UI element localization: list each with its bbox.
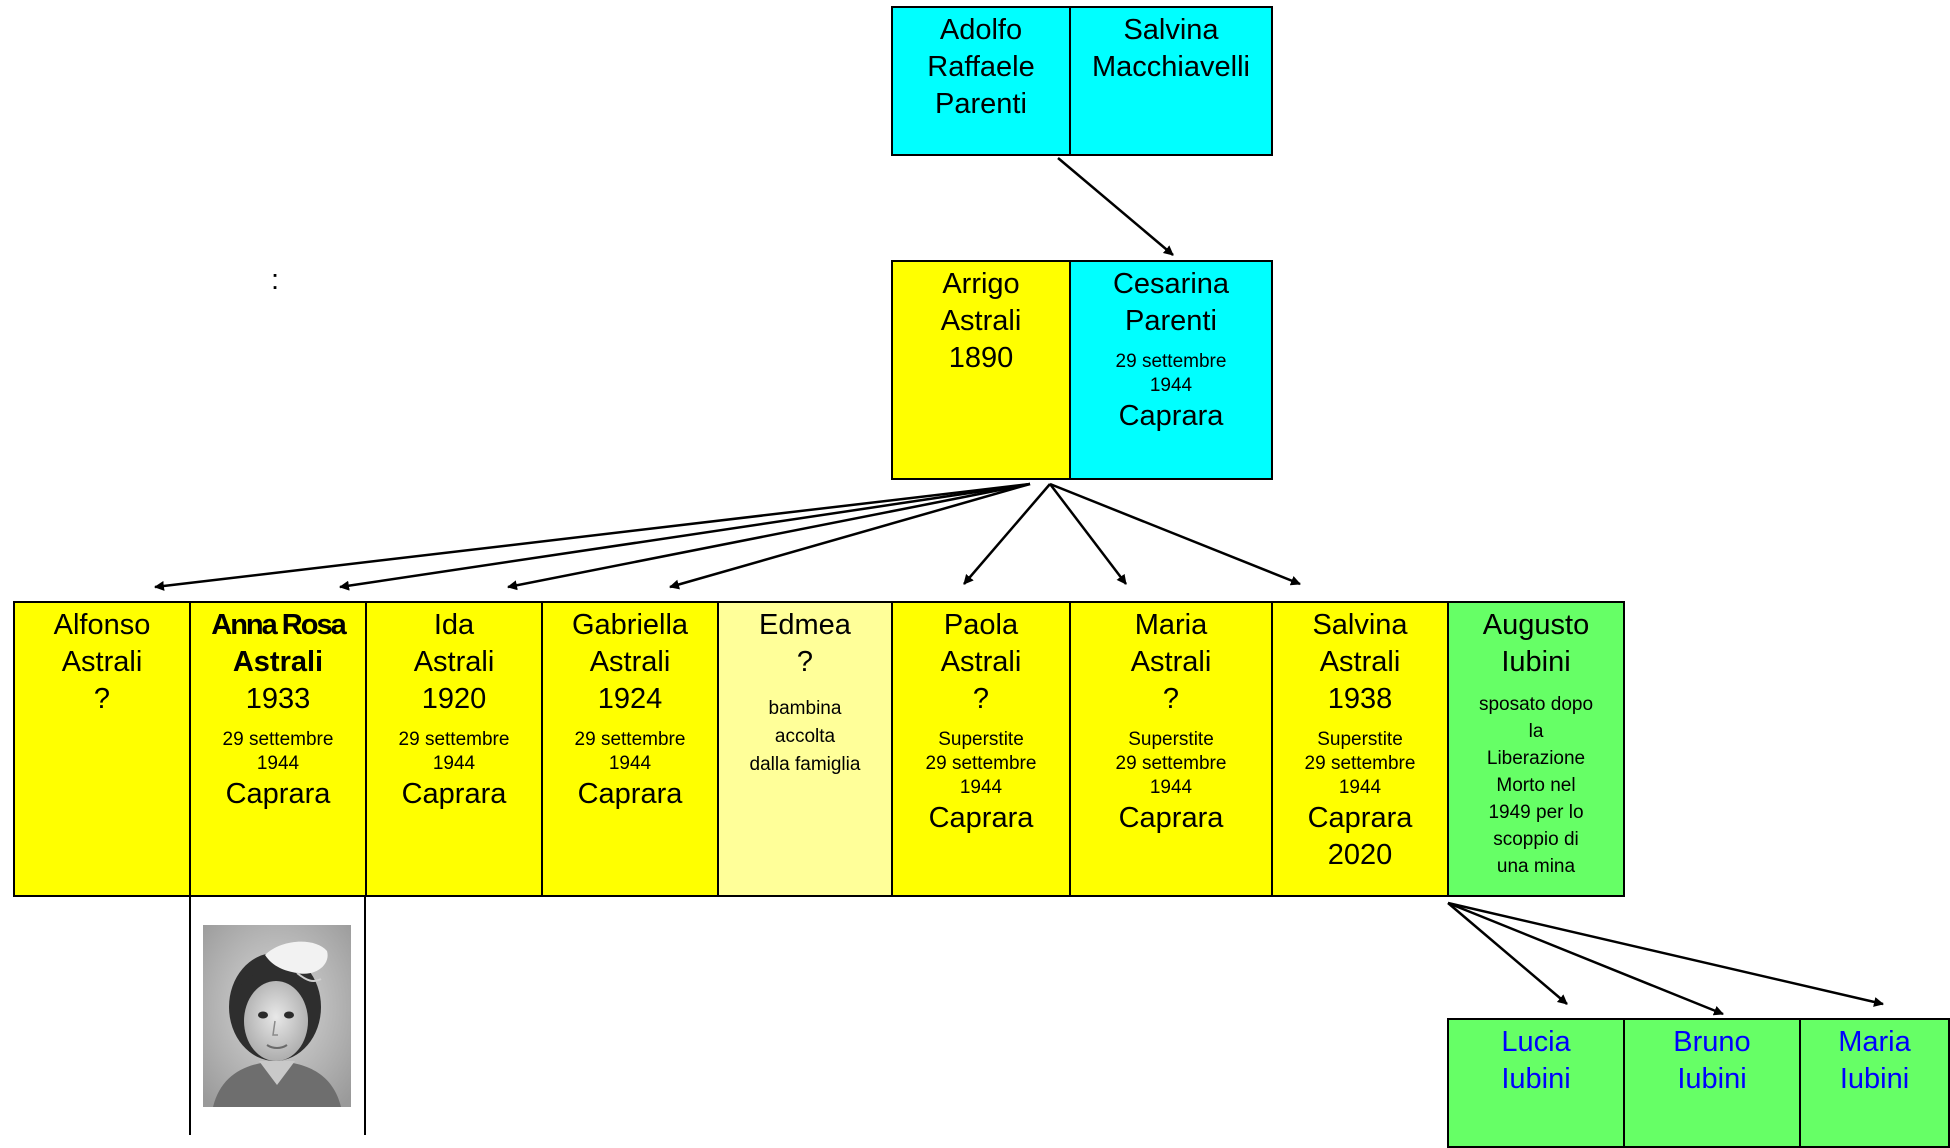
arrow-to-lucia	[1447, 902, 1568, 1005]
portrait-photo	[203, 925, 351, 1107]
arrow-to-maria-iubini	[1447, 901, 1884, 1007]
box-ida-astrali: Ida Astrali 1920 29 settembre 1944 Capra…	[365, 601, 543, 897]
box-maria-iubini: Maria Iubini	[1799, 1018, 1950, 1148]
arrow-to-ida	[507, 482, 1031, 591]
box-bruno-iubini: Bruno Iubini	[1623, 1018, 1801, 1148]
box-salvina-astrali: Salvina Astrali 1938 Superstite 29 sette…	[1271, 601, 1449, 897]
box-augusto-iubini: Augusto Iubini sposato dopo la Liberazio…	[1447, 601, 1625, 897]
arrow-to-salvina	[1049, 482, 1301, 586]
box-gabriella-astrali: Gabriella Astrali 1924 29 settembre 1944…	[541, 601, 719, 897]
arrow-to-bruno	[1447, 901, 1724, 1016]
arrow-to-cesarina	[1057, 157, 1174, 256]
box-anna-rosa-astrali: Anna Rosa Astrali 1933 29 settembre 1944…	[189, 601, 367, 897]
box-edmea: Edmea ? bambina accolta dalla famiglia	[717, 601, 893, 897]
box-lucia-iubini: Lucia Iubini	[1447, 1018, 1625, 1148]
arrow-to-anna-rosa	[339, 482, 1031, 591]
photo-frame	[189, 896, 366, 1135]
box-adolfo-parenti: Adolfo Raffaele Parenti	[891, 6, 1071, 156]
arrow-to-maria	[1049, 483, 1127, 585]
stray-colon: :	[271, 264, 280, 296]
box-arrigo-astrali: Arrigo Astrali 1890	[891, 260, 1071, 480]
box-maria-astrali: Maria Astrali ? Superstite 29 settembre …	[1069, 601, 1273, 897]
box-alfonso-astrali: Alfonso Astrali ?	[13, 601, 191, 897]
box-salvina-macchiavelli: Salvina Macchiavelli	[1069, 6, 1273, 156]
arrow-to-gabriella	[669, 482, 1031, 590]
arrow-to-alfonso	[154, 482, 1031, 591]
arrow-to-paola	[963, 483, 1051, 585]
box-cesarina-parenti: Cesarina Parenti 29 settembre 1944 Capra…	[1069, 260, 1273, 480]
box-paola-astrali: Paola Astrali ? Superstite 29 settembre …	[891, 601, 1071, 897]
